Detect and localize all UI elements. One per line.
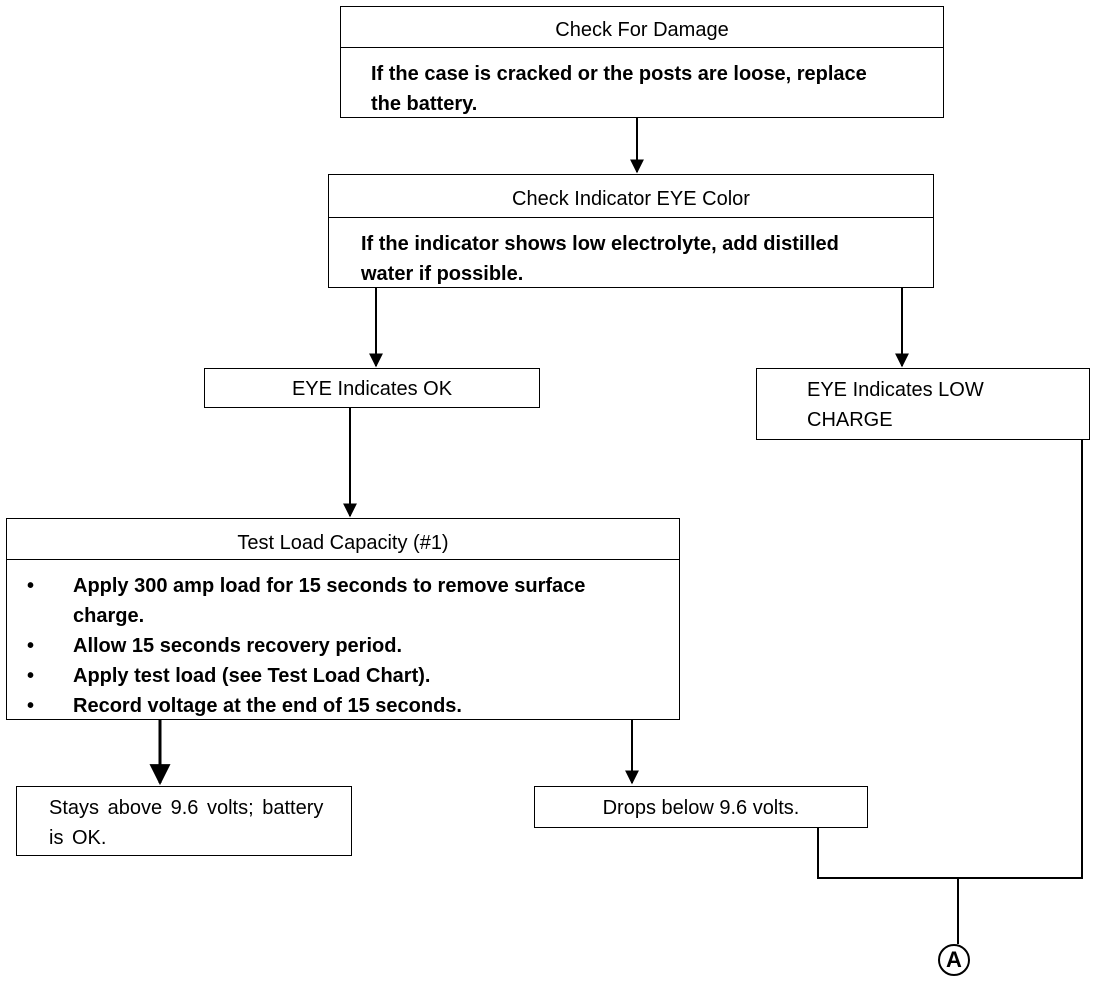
eye-ok-label: EYE Indicates OK (291, 378, 453, 400)
check-damage-box: Check For Damage If the case is cracked … (340, 6, 944, 118)
drops-below-box: Drops below 9.6 volts. (534, 786, 868, 828)
load-test-step: •Apply 300 amp load for 15 seconds to re… (27, 575, 586, 627)
eye-ok-box: EYE Indicates OK (204, 368, 540, 408)
line-drops-to-merge (817, 826, 958, 879)
connector-a: A (938, 944, 970, 976)
line-low-to-merge (958, 438, 1083, 879)
check-damage-title: Check For Damage (555, 19, 729, 41)
check-eye-text: If the indicator shows low electrolyte, … (361, 233, 839, 285)
load-test-step: •Record voltage at the end of 15 seconds… (27, 695, 462, 717)
stays-above-box: Stays above 9.6 volts; battery is OK. (16, 786, 352, 856)
drops-below-label: Drops below 9.6 volts. (602, 797, 800, 819)
eye-low-label: EYE Indicates LOW CHARGE (807, 379, 984, 431)
eye-low-box: EYE Indicates LOW CHARGE (756, 368, 1090, 440)
load-test-step: •Allow 15 seconds recovery period. (27, 635, 403, 657)
check-eye-box: Check Indicator EYE Color If the indicat… (328, 174, 934, 288)
load-test-steps: •Apply 300 amp load for 15 seconds to re… (27, 571, 647, 721)
stays-above-label: Stays above 9.6 volts; battery is OK. (49, 797, 324, 849)
load-test-box: Test Load Capacity (#1) •Apply 300 amp l… (6, 518, 680, 720)
check-eye-title: Check Indicator EYE Color (512, 188, 750, 210)
load-test-title: Test Load Capacity (#1) (237, 532, 449, 554)
load-test-step: •Apply test load (see Test Load Chart). (27, 665, 431, 687)
check-damage-text: If the case is cracked or the posts are … (371, 63, 867, 115)
